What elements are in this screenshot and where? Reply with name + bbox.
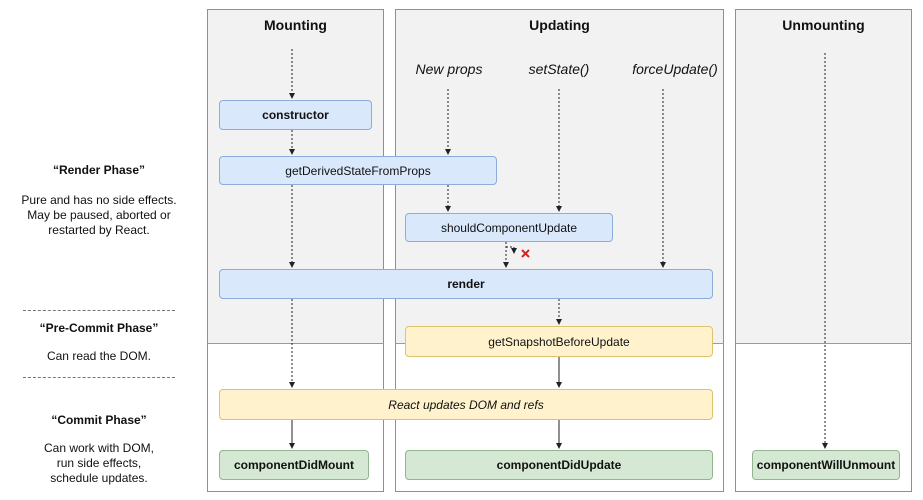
should-component-update-box: shouldComponentUpdate (405, 213, 613, 242)
render-phase-title: “Render Phase” (52, 163, 146, 177)
render-phase-line: restarted by React. (48, 223, 150, 237)
get-snapshot-box: getSnapshotBeforeUpdate (405, 326, 713, 357)
new-props-trigger: New props (415, 61, 483, 77)
component-did-mount-box: componentDidMount (219, 450, 369, 480)
phase-divider-precommit-commit (23, 377, 175, 378)
render-box: render (219, 269, 713, 299)
render-phase-line: May be paused, aborted or (27, 208, 171, 222)
force-update-trigger: forceUpdate() (632, 61, 718, 77)
unmounting-column (735, 9, 912, 492)
updating-title: Updating (529, 17, 590, 33)
component-will-unmount-box: componentWillUnmount (752, 450, 900, 480)
set-state-trigger: setState() (528, 61, 590, 77)
commit-phase-description: Can work with DOM, run side effects, sch… (0, 441, 198, 486)
phase-divider-render-precommit (23, 310, 175, 311)
precommit-phase-description: Can read the DOM. (0, 349, 198, 364)
mounting-title: Mounting (264, 17, 327, 33)
render-phase-line: Pure and has no side effects. (21, 193, 177, 207)
unmounting-phase-separator (735, 343, 912, 344)
component-did-update-box: componentDidUpdate (405, 450, 713, 480)
react-updates-dom-box: React updates DOM and refs (219, 389, 713, 420)
get-derived-state-box: getDerivedStateFromProps (219, 156, 497, 185)
constructor-box: constructor (219, 100, 372, 130)
commit-phase-line: run side effects, (56, 456, 142, 470)
unmounting-title: Unmounting (782, 17, 865, 33)
commit-phase-line: Can work with DOM, (43, 441, 155, 455)
render-phase-description: Pure and has no side effects. May be pau… (0, 193, 198, 238)
mounting-phase-separator (207, 343, 384, 344)
precommit-phase-title: “Pre-Commit Phase” (39, 321, 159, 335)
commit-phase-line: schedule updates. (50, 471, 148, 485)
precommit-phase-line: Can read the DOM. (46, 349, 152, 363)
commit-phase-title: “Commit Phase” (51, 413, 147, 427)
